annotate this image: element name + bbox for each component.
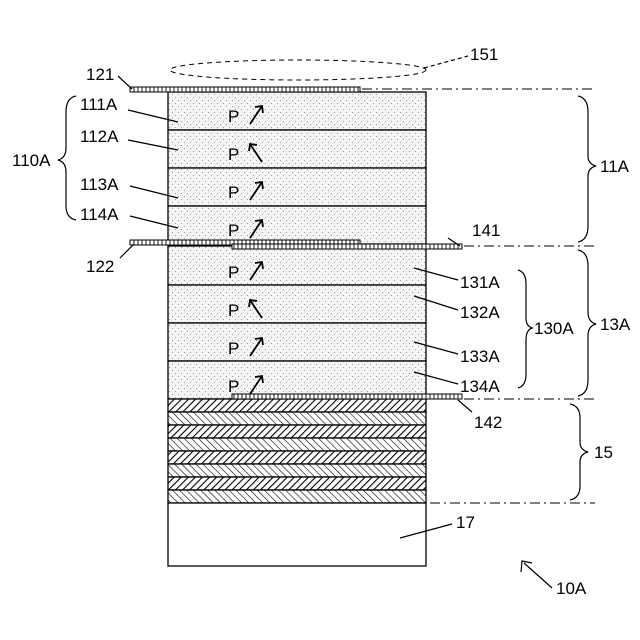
layer-133a <box>168 323 426 361</box>
label-112a: 112A <box>80 127 119 146</box>
label-15: 15 <box>594 443 613 462</box>
polarization-label: P <box>228 263 239 282</box>
polarization-label: P <box>228 377 239 396</box>
brace-130a <box>518 270 532 388</box>
polarization-label: P <box>228 339 239 358</box>
polarization-label: P <box>228 145 239 164</box>
label-134a: 134A <box>460 377 500 396</box>
label-142: 142 <box>474 413 502 432</box>
device-pointer-arrow <box>521 561 552 588</box>
label-17: 17 <box>456 513 475 532</box>
label-141: 141 <box>472 221 500 240</box>
electrode-141 <box>232 244 462 249</box>
layer-131a <box>168 246 426 285</box>
label-111a: 111A <box>80 95 118 114</box>
label-130a: 130A <box>534 319 574 338</box>
substrate-layer <box>168 503 426 566</box>
electrode-121 <box>130 87 360 92</box>
layer-134a <box>168 361 426 399</box>
reflector-layers <box>168 399 426 503</box>
label-132a: 132A <box>460 303 500 322</box>
polarization-label: P <box>228 107 239 126</box>
label-13a: 13A <box>600 315 631 334</box>
brace-11a <box>578 96 596 242</box>
layer-111a <box>168 92 426 130</box>
label-114a: 114A <box>80 205 119 224</box>
region-ellipse-151 <box>170 60 426 80</box>
label-113a: 113A <box>80 175 119 194</box>
label-133a: 133A <box>460 347 500 366</box>
polarization-label: P <box>228 183 239 202</box>
label-121: 121 <box>86 65 114 84</box>
brace-13a <box>578 250 596 396</box>
layer-113a <box>168 168 426 206</box>
label-131a: 131A <box>460 273 500 292</box>
electrode-142 <box>232 394 462 399</box>
label-11a: 11A <box>600 157 630 176</box>
label-10a: 10A <box>556 579 587 598</box>
polarization-label: P <box>228 301 239 320</box>
label-110a: 110A <box>12 151 51 170</box>
brace-110a <box>58 96 76 220</box>
polarization-label: P <box>228 221 239 240</box>
label-122: 122 <box>86 257 114 276</box>
label-151: 151 <box>470 45 498 64</box>
layer-132a <box>168 285 426 323</box>
brace-15 <box>570 404 588 500</box>
layer-112a <box>168 130 426 168</box>
layer-114a <box>168 206 426 244</box>
